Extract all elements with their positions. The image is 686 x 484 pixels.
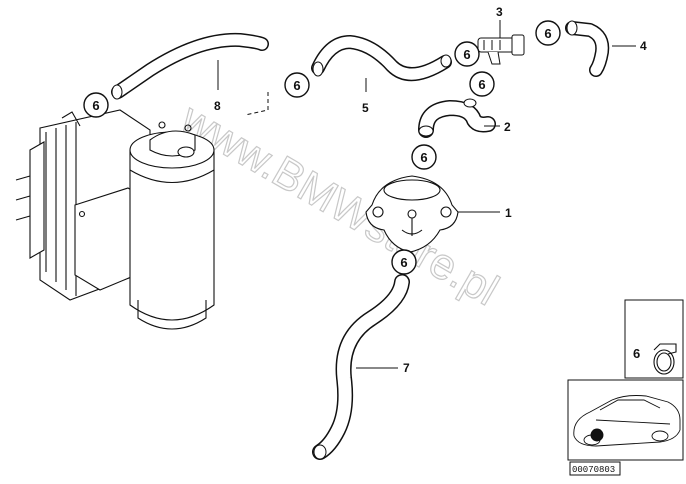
reference-code: 00070803: [572, 465, 615, 475]
part-label-3: 3: [496, 5, 503, 19]
valve-icon: [365, 175, 459, 253]
svg-text:6: 6: [420, 150, 427, 165]
inset-vehicle-box: 00070803: [567, 379, 684, 476]
clamp-callout: 6: [284, 72, 310, 98]
svg-text:6: 6: [478, 77, 485, 92]
watermark-text: www.BMWstore.pl: [172, 94, 506, 315]
car-silhouette-icon: [573, 395, 681, 447]
inset-clamp-label: 6: [633, 346, 640, 361]
svg-text:6: 6: [293, 78, 300, 93]
clamp-callout: 6: [391, 249, 417, 275]
part-label-4: 4: [640, 39, 647, 53]
clamp-callout: 6: [469, 71, 495, 97]
hose-5: [311, 35, 452, 81]
carbon-canister-icon: [15, 109, 215, 330]
part-label-5: 5: [362, 101, 369, 115]
part-label-8: 8: [214, 99, 221, 113]
svg-text:6: 6: [92, 98, 99, 113]
clamp-callout: 6: [535, 20, 561, 46]
clamp-callout: 6: [83, 92, 109, 118]
hose-4: [565, 20, 610, 77]
svg-text:6: 6: [463, 47, 470, 62]
connector-3: [477, 34, 525, 65]
hose-clamp-icon: [653, 343, 677, 375]
clamp-callout: 6: [411, 144, 437, 170]
hose-7: [312, 274, 410, 460]
part-label-1: 1: [505, 206, 512, 220]
part-label-7: 7: [403, 361, 410, 375]
svg-text:6: 6: [400, 255, 407, 270]
hose-8: [111, 32, 269, 100]
clamp-callout: 6: [454, 41, 480, 67]
connection-line-8: [244, 92, 269, 116]
part-label-2: 2: [504, 120, 511, 134]
svg-text:6: 6: [544, 26, 551, 41]
hose-2: [418, 98, 496, 138]
inset-clamp-box: 6: [624, 299, 684, 379]
